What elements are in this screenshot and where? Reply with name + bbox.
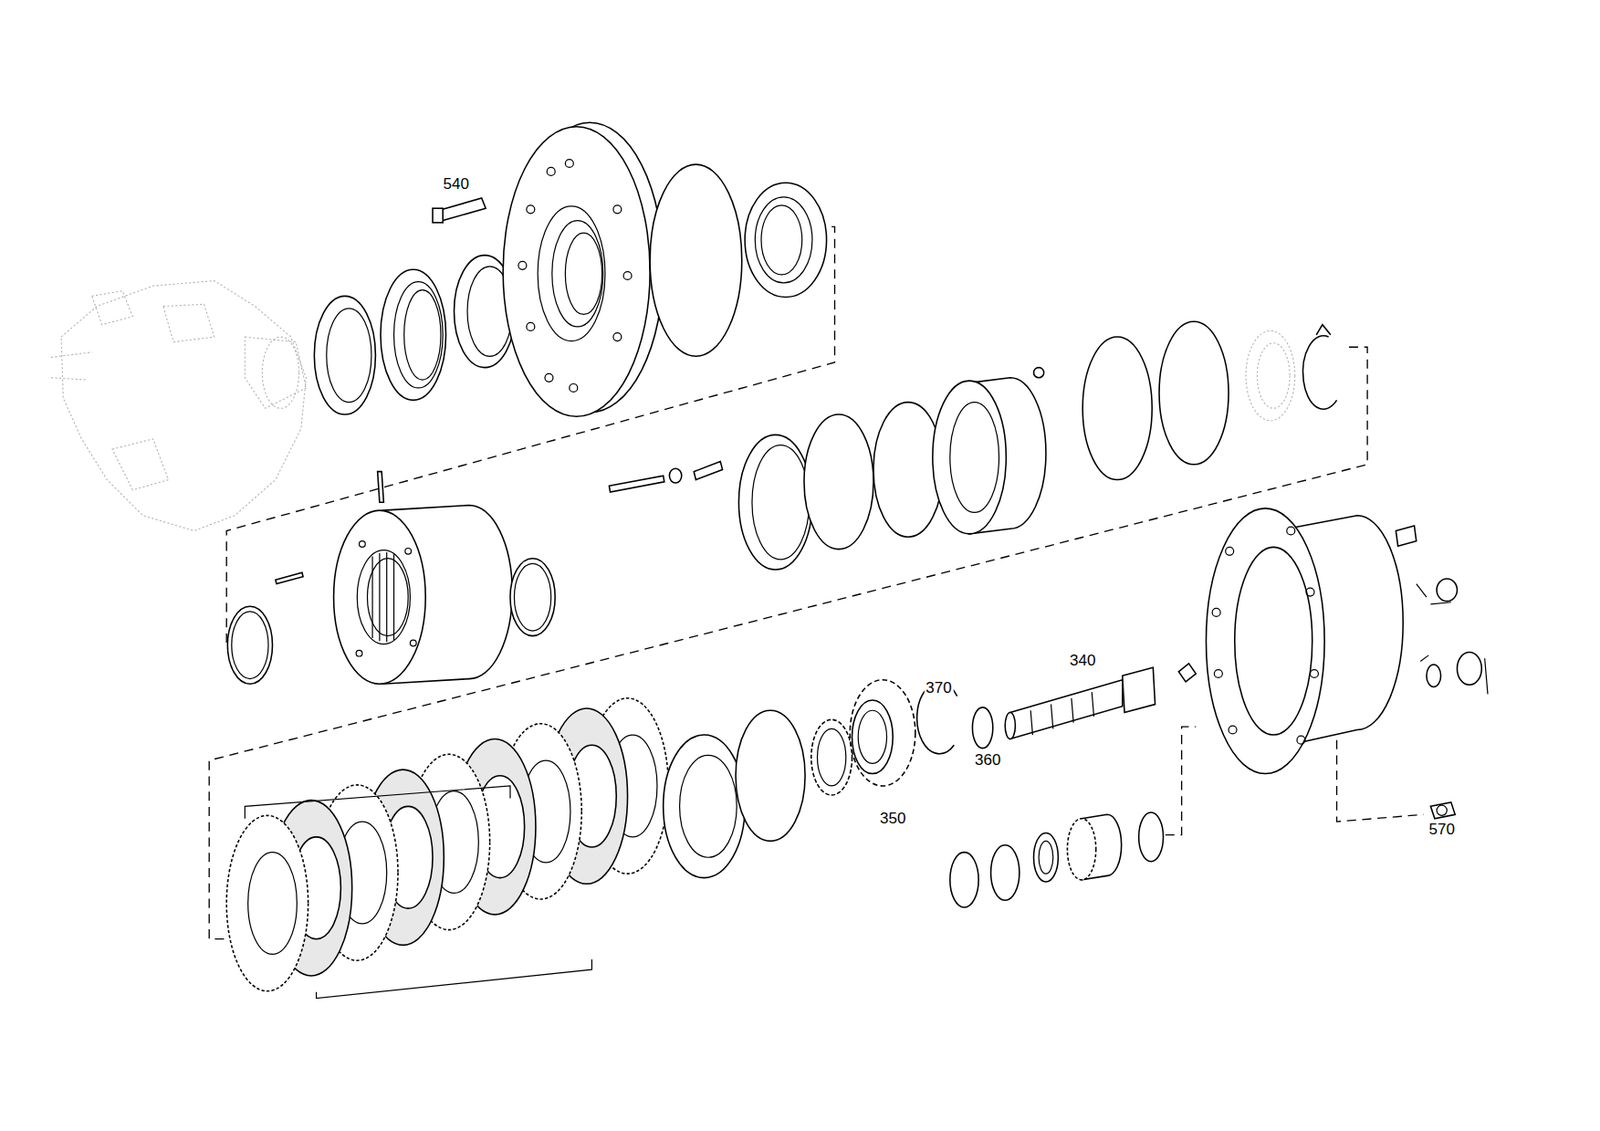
top-row-parts (313, 122, 827, 417)
callout-number: 350 (878, 809, 908, 827)
callout-number: 340 (1067, 652, 1098, 670)
assembly-line (1165, 726, 1197, 836)
assembly-line (1337, 740, 1424, 822)
callout-number: 570 (1427, 821, 1457, 839)
callout-number: 370 (923, 679, 953, 697)
middle-row-parts (227, 321, 1337, 684)
housing-sketch (51, 281, 306, 532)
callout-number: 540 (441, 176, 471, 194)
bottom-row-parts (663, 508, 1488, 908)
callout-number: 360 (972, 752, 1003, 770)
clutch-pack (226, 698, 669, 999)
